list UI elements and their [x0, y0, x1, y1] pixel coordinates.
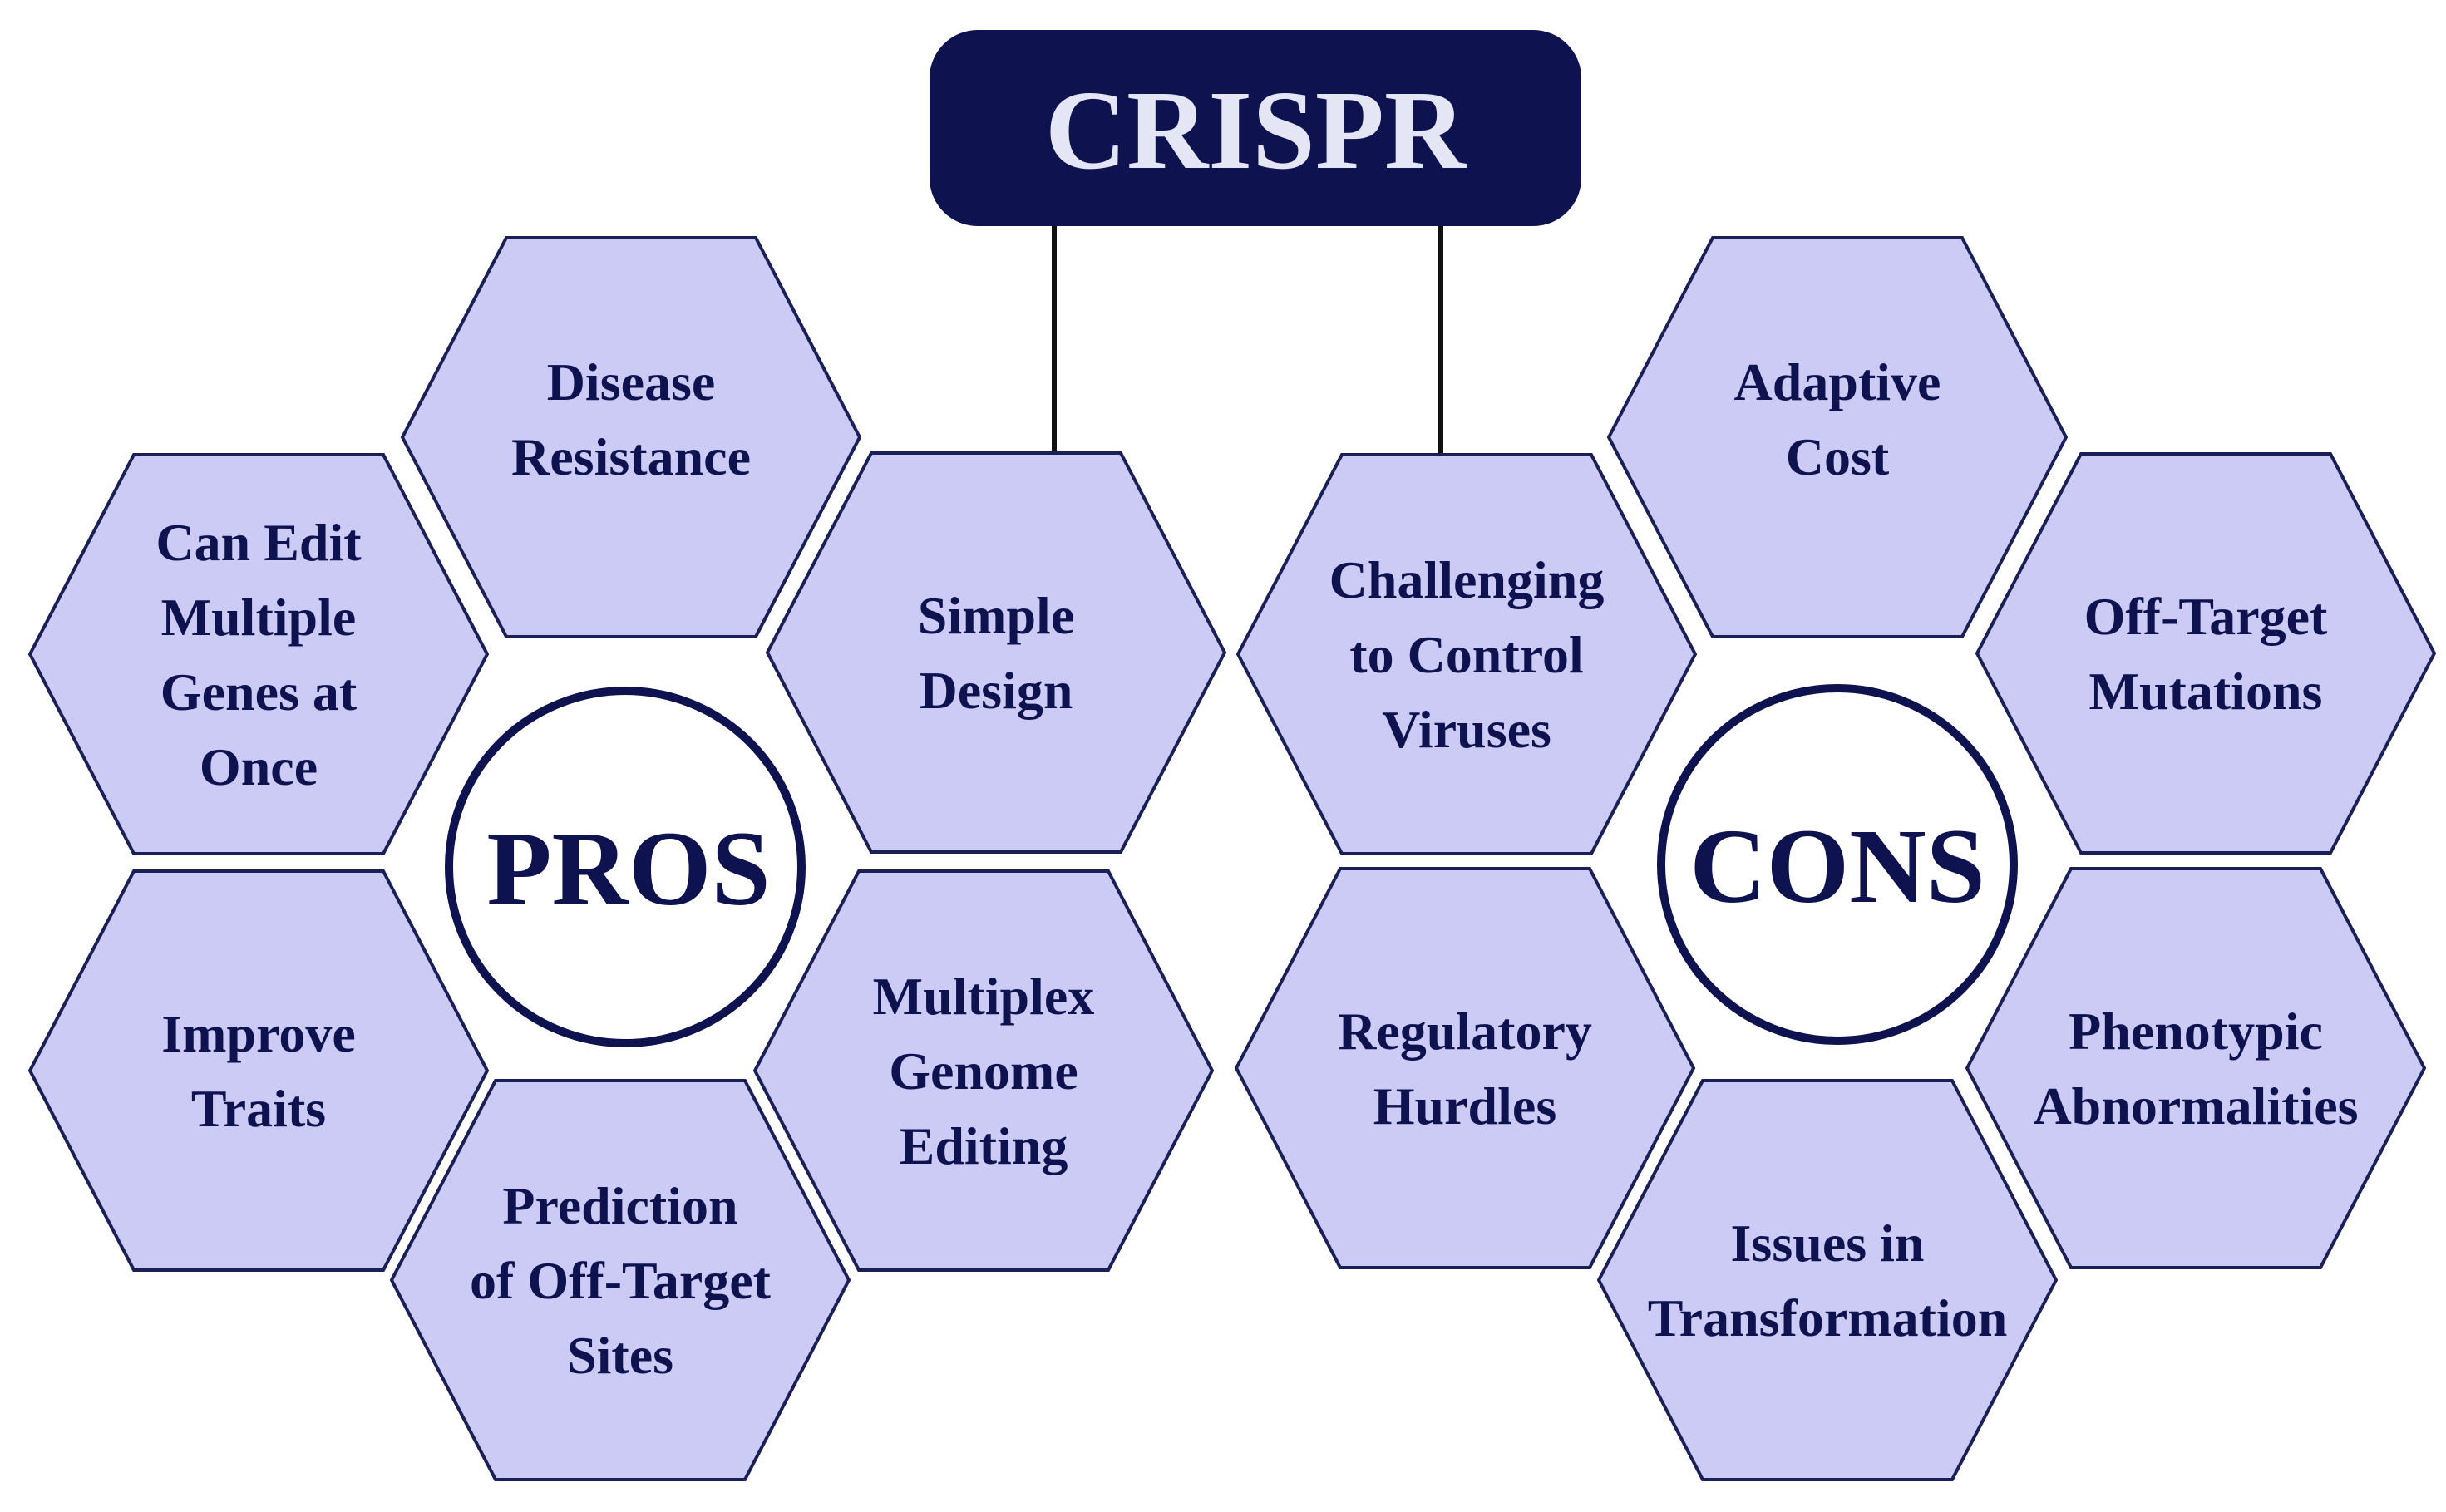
hex-label-line: Prediction — [502, 1176, 737, 1235]
hexagon-shape — [1235, 453, 1698, 855]
hex-label-line: Once — [200, 737, 318, 796]
cons-circle: CONS — [1657, 684, 2018, 1045]
hexagon-shape — [400, 236, 862, 638]
hexagon-shape — [27, 453, 490, 855]
hex-label-line: Simple — [918, 586, 1074, 645]
hex-label-line: Design — [920, 661, 1073, 720]
title-box: CRISPR — [930, 30, 1581, 226]
hex-label-line: to Control — [1349, 625, 1583, 684]
cons-hex-transformation: Issues in Transformation — [1596, 1079, 2059, 1481]
hex-label-line: Hurdles — [1373, 1076, 1556, 1135]
hex-label-line: Sites — [567, 1326, 673, 1385]
hexagon-shape — [389, 1079, 851, 1481]
hex-label-line: Multiple — [161, 588, 357, 647]
hex-label-line: Challenging — [1329, 550, 1605, 609]
hex-label-line: of Off-Target — [470, 1251, 772, 1310]
hex-label-line: Transformation — [1648, 1288, 2008, 1347]
hex-label-line: Can Edit — [155, 513, 362, 572]
hexagon-shape — [27, 869, 490, 1272]
hexagon-shape — [1234, 867, 1696, 1269]
hexagon-shape — [1975, 452, 2437, 855]
hex-label-line: Multiplex — [873, 967, 1095, 1026]
pros-label: PROS — [486, 810, 770, 928]
hex-label-line: Viruses — [1382, 700, 1551, 759]
hexagon-shape — [1606, 236, 2069, 638]
hex-label-line: Editing — [900, 1116, 1068, 1175]
hex-label-line: Phenotypic — [2069, 1002, 2323, 1061]
hexagon-shape — [765, 451, 1227, 854]
hex-label-line: Genome — [889, 1042, 1078, 1101]
pros-circle: PROS — [445, 687, 806, 1047]
hex-label-line: Resistance — [511, 427, 751, 486]
hexagon-shape — [752, 869, 1215, 1272]
hex-label-line: Adaptive — [1734, 352, 1941, 411]
hex-label-line: Regulatory — [1338, 1002, 1592, 1061]
hex-label-line: Disease — [547, 352, 716, 411]
hex-label-line: Improve — [161, 1004, 355, 1063]
hex-label-line: Abnormalities — [2033, 1076, 2358, 1135]
hex-label-line: Issues in — [1731, 1214, 1925, 1273]
hexagon-layer: DiseaseResistanceSimpleDesignMultiplexGe… — [27, 236, 2437, 1481]
hexagon-shape — [1596, 1079, 2059, 1481]
hexagon-shape — [1965, 867, 2427, 1269]
hex-label-line: Traits — [191, 1079, 326, 1138]
hex-label-line: Cost — [1786, 427, 1890, 486]
title-text: CRISPR — [1045, 68, 1467, 193]
hex-label-line: Mutations — [2089, 662, 2323, 721]
cons-label: CONS — [1689, 807, 1985, 925]
hex-label-line: Genes at — [160, 662, 358, 722]
hex-label-line: Off-Target — [2084, 587, 2328, 646]
